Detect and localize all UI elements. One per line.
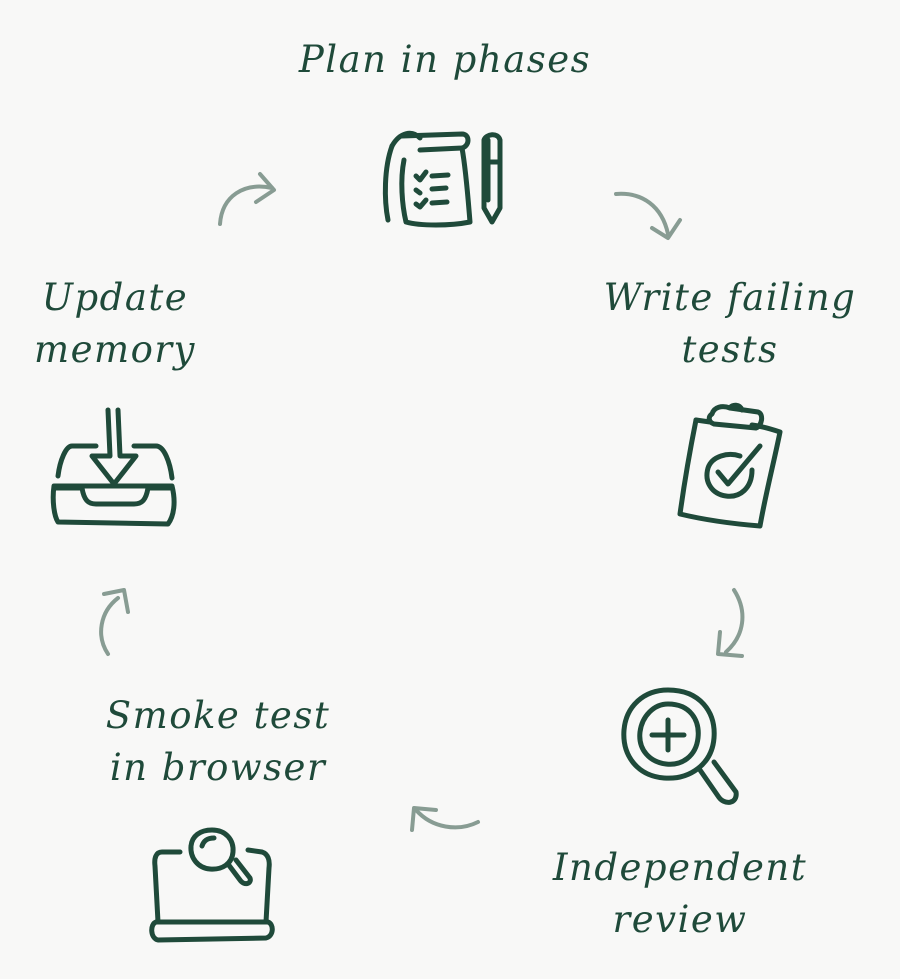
step-memory-label-line-1: Update [42, 276, 188, 319]
laptop-search-icon [149, 827, 275, 943]
step-memory-label-line-2: memory [34, 328, 196, 371]
curved-arrow-icon [614, 191, 670, 236]
step-plan: Plan in phases [298, 38, 591, 228]
step-smoke: Smoke test in browser [106, 694, 330, 943]
notepad-checklist-pen-icon [382, 130, 503, 228]
inbox-download-icon [50, 407, 177, 527]
curved-arrow-icon [414, 808, 480, 830]
step-review: Independent review [552, 687, 807, 941]
step-tests-label-line-2: tests [681, 328, 778, 371]
connector-plan-to-tests [614, 191, 682, 240]
step-tests-label-line-1: Write failing [604, 276, 857, 319]
step-plan-label-line-1: Plan in phases [298, 38, 591, 81]
curved-arrow-icon [218, 184, 274, 226]
connector-review-to-smoke [410, 806, 480, 832]
step-smoke-label-line-1: Smoke test [106, 694, 330, 737]
step-review-label-line-2: review [613, 898, 748, 941]
step-memory: Update memory [34, 276, 196, 527]
curved-arrow-icon [99, 596, 120, 656]
step-review-label-line-1: Independent [552, 846, 807, 889]
magnifier-plus-icon [621, 687, 739, 805]
connector-smoke-to-memory [99, 588, 130, 656]
step-tests: Write failing tests [604, 276, 857, 529]
step-smoke-label-line-2: in browser [110, 746, 327, 789]
clipboard-check-icon [677, 402, 783, 529]
curved-arrow-icon [724, 588, 745, 654]
connector-memory-to-plan [218, 172, 276, 226]
connector-tests-to-review [716, 588, 745, 658]
